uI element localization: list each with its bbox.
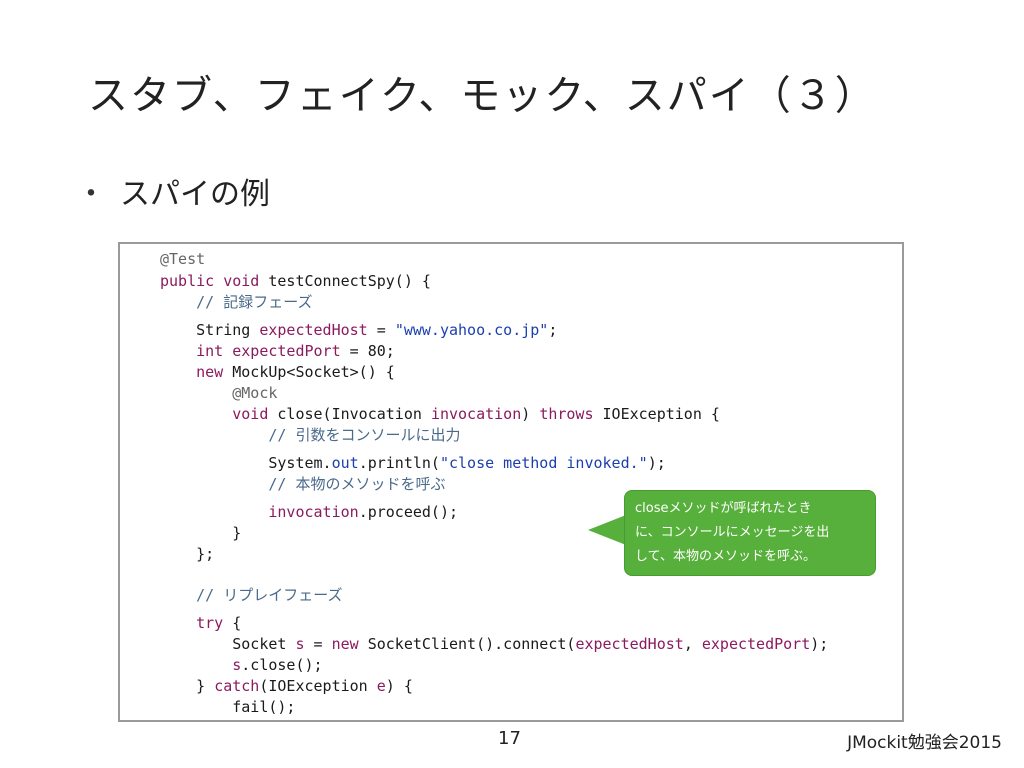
code-token: System. xyxy=(160,454,332,472)
code-token: new xyxy=(331,635,359,653)
bullet-item: ・スパイの例 xyxy=(76,175,270,215)
code-line: public void testConnectSpy() { xyxy=(160,272,431,290)
code-token: .proceed(); xyxy=(358,503,459,521)
code-token: String xyxy=(160,321,260,339)
code-token xyxy=(214,272,223,290)
code-token xyxy=(160,586,196,604)
code-line: // 本物のメソッドを呼ぶ xyxy=(160,475,445,493)
callout-pointer xyxy=(588,515,626,545)
code-line: new MockUp<Socket>() { xyxy=(160,363,395,381)
code-token: int xyxy=(196,342,224,360)
callout-text: して、本物のメソッドを呼ぶ。 xyxy=(635,549,816,564)
code-token: fail(); xyxy=(160,698,296,716)
code-token: expectedHost xyxy=(575,635,684,653)
code-token: ) xyxy=(521,405,540,423)
code-token: close(Invocation xyxy=(268,405,431,423)
code-line: try { xyxy=(160,614,241,632)
code-token: { xyxy=(223,614,242,632)
code-line: // 記録フェーズ xyxy=(160,293,312,311)
code-token xyxy=(160,503,268,521)
code-token: public xyxy=(160,272,215,290)
bullet-text: スパイの例 xyxy=(120,177,270,212)
code-line: }; xyxy=(160,545,214,563)
code-token: = 80; xyxy=(340,342,395,360)
code-token: ); xyxy=(810,635,829,653)
code-token xyxy=(160,342,196,360)
code-token: expectedPort xyxy=(701,635,811,653)
code-token: "www.yahoo.co.jp" xyxy=(394,321,549,339)
code-line: @Test xyxy=(160,250,205,268)
code-token: } xyxy=(160,524,242,542)
code-token: = xyxy=(304,635,332,653)
code-token: @Mock xyxy=(232,384,278,402)
callout-text: closeメソッドが呼ばれたとき xyxy=(635,501,812,516)
code-token: (IOException xyxy=(259,677,377,695)
code-token: // 引数をコンソールに出力 xyxy=(268,426,461,444)
code-token: catch xyxy=(214,677,260,695)
code-token: ; xyxy=(548,321,558,339)
code-token: invocation xyxy=(268,503,359,521)
code-token: void xyxy=(223,272,260,290)
code-line: String expectedHost = "www.yahoo.co.jp"; xyxy=(160,321,557,339)
code-line: Socket s = new SocketClient().connect(ex… xyxy=(160,635,828,653)
code-token: @Test xyxy=(160,250,206,268)
code-line: fail(); xyxy=(160,698,295,716)
code-token xyxy=(160,384,232,402)
code-token: void xyxy=(232,405,269,423)
code-line: void close(Invocation invocation) throws… xyxy=(160,405,720,423)
code-token: ) { xyxy=(385,677,413,695)
code-block: @Test public void testConnectSpy() { // … xyxy=(118,242,904,722)
code-token: }; xyxy=(160,545,215,563)
bullet-marker: ・ xyxy=(76,177,106,212)
code-token: testConnectSpy() { xyxy=(259,272,431,290)
code-token xyxy=(160,614,196,632)
code-token xyxy=(160,363,196,381)
page-number: 17 xyxy=(498,728,521,749)
code-token: // リプレイフェーズ xyxy=(196,586,343,604)
code-token xyxy=(160,475,268,493)
code-line: invocation.proceed(); xyxy=(160,503,458,521)
code-token: .close(); xyxy=(241,656,323,674)
slide-title: スタブ、フェイク、モック、スパイ（３） xyxy=(88,73,877,119)
code-token xyxy=(223,342,232,360)
code-line: System.out.println("close method invoked… xyxy=(160,454,666,472)
code-line: } catch(IOException e) { xyxy=(160,677,413,695)
code-token: , xyxy=(683,635,702,653)
footer-text: JMockit勉強会2015 xyxy=(847,733,1002,753)
code-token: .println( xyxy=(358,454,440,472)
code-token: = xyxy=(367,321,395,339)
code-line: } xyxy=(160,524,241,542)
code-token: invocation xyxy=(430,405,522,423)
code-token xyxy=(160,405,232,423)
code-line: // リプレイフェーズ xyxy=(160,586,342,604)
code-token: ); xyxy=(647,454,666,472)
code-token: try xyxy=(196,614,224,632)
code-token: expectedHost xyxy=(259,321,368,339)
code-token: s xyxy=(232,656,242,674)
code-token: // 本物のメソッドを呼ぶ xyxy=(268,475,446,493)
code-token xyxy=(160,656,232,674)
code-token: } xyxy=(160,677,215,695)
code-line: // 引数をコンソールに出力 xyxy=(160,426,460,444)
code-line: s.close(); xyxy=(160,656,323,674)
code-token: IOException { xyxy=(593,405,720,423)
code-token: expectedPort xyxy=(232,342,341,360)
code-token: out xyxy=(331,454,359,472)
callout-text: に、コンソールにメッセージを出 xyxy=(635,525,830,540)
code-token: Socket xyxy=(160,635,296,653)
code-line: int expectedPort = 80; xyxy=(160,342,395,360)
code-token xyxy=(160,426,268,444)
code-token: MockUp<Socket>() { xyxy=(223,363,395,381)
code-token: s xyxy=(295,635,305,653)
code-token: SocketClient().connect( xyxy=(358,635,576,653)
code-token: e xyxy=(376,677,386,695)
code-token xyxy=(160,293,196,311)
code-token: // 記録フェーズ xyxy=(196,293,313,311)
callout-bubble: closeメソッドが呼ばれたとき に、コンソールにメッセージを出 して、本物のメ… xyxy=(624,490,876,576)
code-token: throws xyxy=(539,405,594,423)
code-line: @Mock xyxy=(160,384,277,402)
code-token: "close method invoked." xyxy=(439,454,648,472)
code-token: new xyxy=(196,363,224,381)
